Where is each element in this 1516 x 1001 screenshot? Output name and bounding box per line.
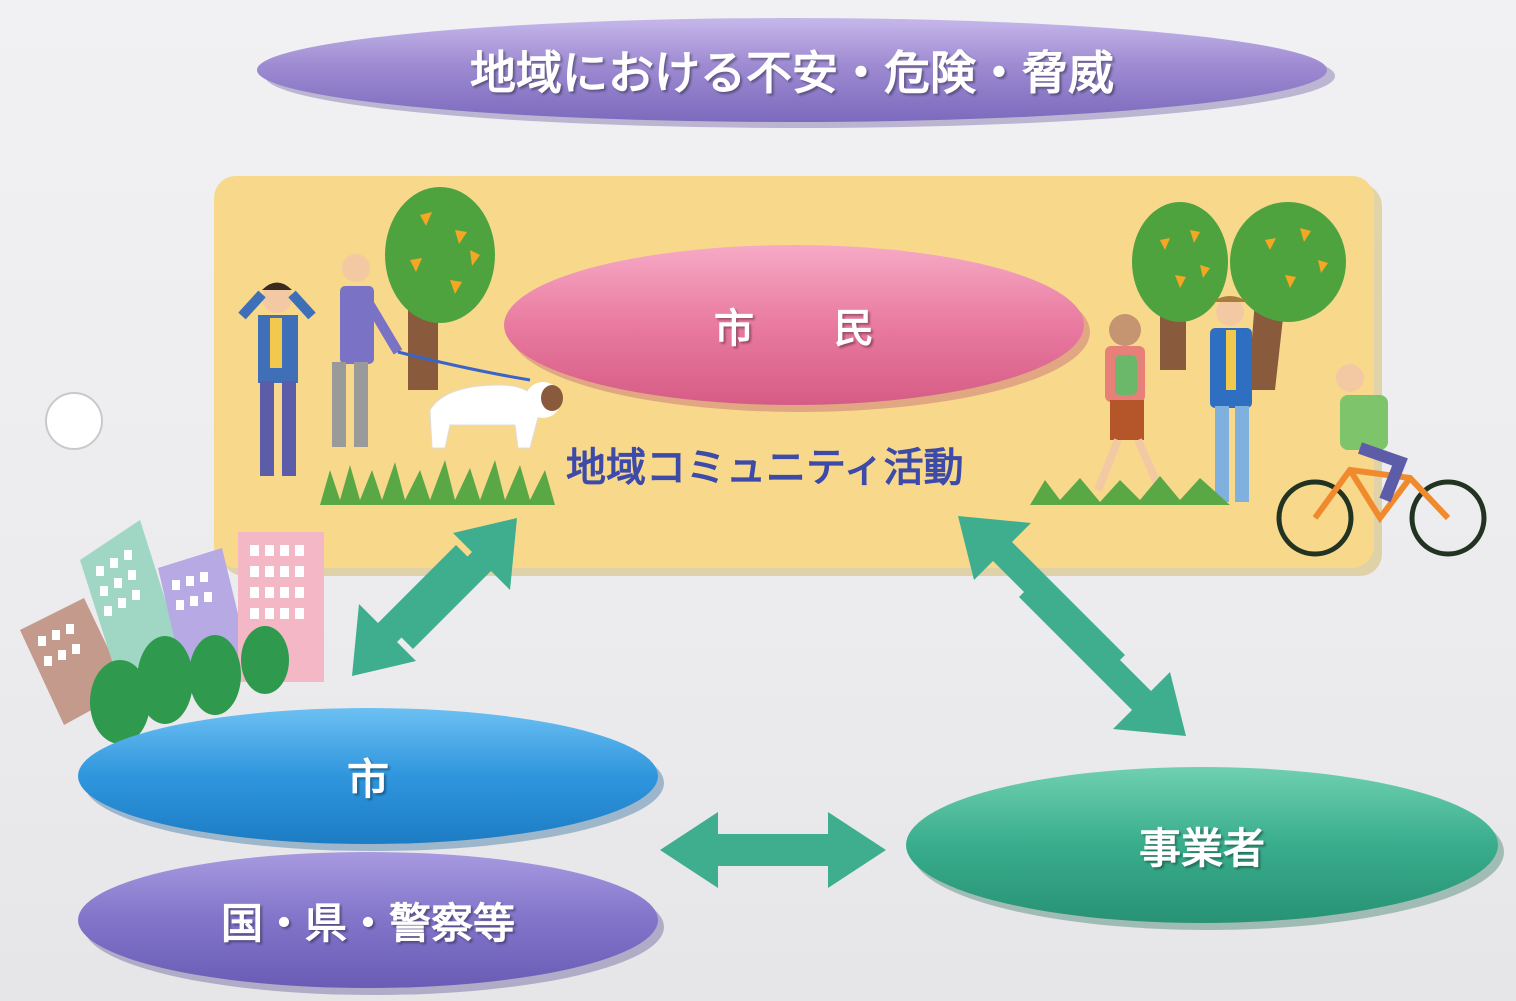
person-walking-dog-icon bbox=[332, 254, 531, 447]
tree-icon-3 bbox=[1230, 202, 1346, 390]
citizens-label: 市 民 bbox=[714, 306, 874, 352]
arrow-community-to-city bbox=[352, 518, 517, 676]
national-ellipse bbox=[78, 852, 664, 995]
cyclist-icon bbox=[1276, 364, 1487, 557]
punch-hole bbox=[45, 392, 103, 450]
title-ellipse bbox=[257, 18, 1335, 128]
citizens-ellipse bbox=[504, 245, 1090, 412]
national-label: 国・県・警察等 bbox=[220, 898, 515, 948]
grass-icon-2 bbox=[1030, 476, 1230, 505]
man-in-suit-icon bbox=[1210, 296, 1252, 502]
person-covering-ears-icon bbox=[238, 282, 316, 476]
tree-icon-2 bbox=[1132, 202, 1228, 370]
grass-icon bbox=[320, 460, 555, 505]
arrow-city-to-business bbox=[660, 812, 886, 888]
child-with-backpack-icon bbox=[1094, 314, 1164, 492]
arrow-community-to-business bbox=[958, 516, 1186, 736]
community-activity-label: 地域コミュニティ活動 bbox=[566, 445, 964, 491]
city-ellipse bbox=[78, 708, 664, 851]
diagram-title: 地域における不安・危険・脅威 bbox=[470, 46, 1114, 100]
dog-icon bbox=[429, 382, 563, 449]
city-label: 市 bbox=[346, 754, 389, 804]
buildings-icon bbox=[20, 520, 324, 744]
tree-icon bbox=[385, 187, 495, 390]
business-ellipse bbox=[906, 767, 1504, 930]
business-label: 事業者 bbox=[1138, 823, 1265, 873]
